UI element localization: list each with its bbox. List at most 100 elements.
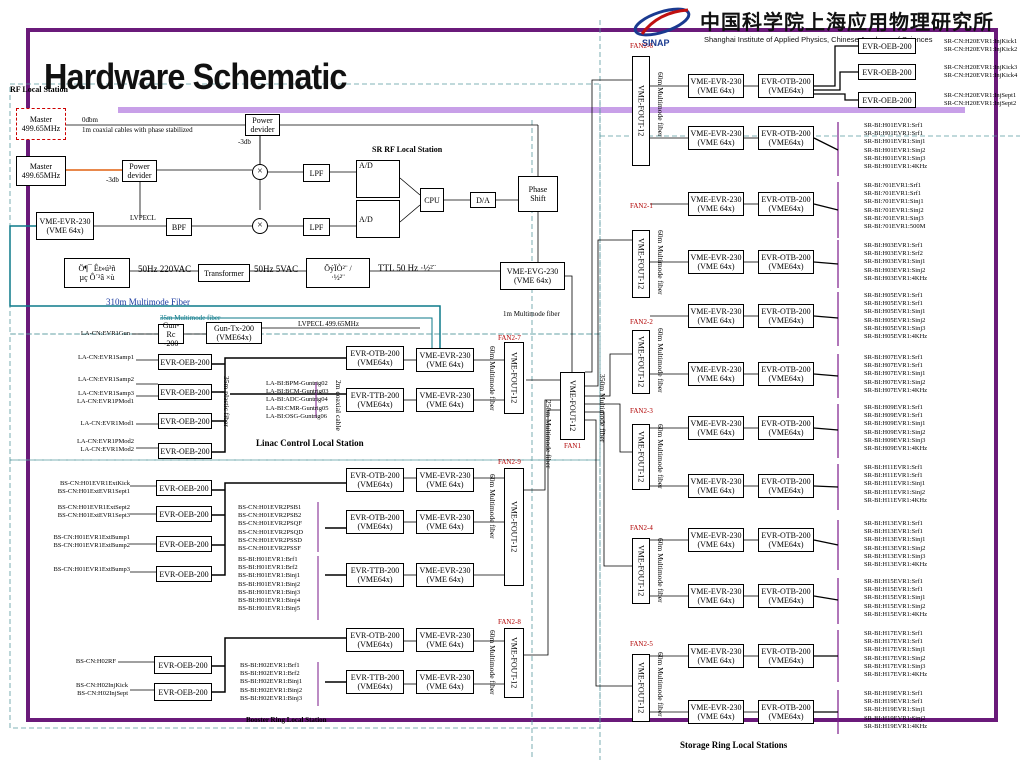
label-310m-fiber: 310m Multimode Fiber bbox=[106, 297, 190, 307]
power-divider-2: Power devider bbox=[122, 160, 157, 182]
la-vme-evr-230-1: VME-EVR-230 (VME 64x) bbox=[416, 348, 474, 372]
power-divider-1: Power devider bbox=[245, 114, 280, 136]
sr-vme-evr-230-8: VME-EVR-230 (VME 64x) bbox=[688, 474, 744, 498]
lpf-2: LPF bbox=[303, 218, 330, 236]
sr-fan-2-1: FAN2-1 bbox=[630, 202, 653, 210]
sr-fiber-label-6: 60m Multimode fiber bbox=[656, 652, 665, 717]
bs-evr-oeb-1: EVR-OEB-200 bbox=[156, 480, 212, 496]
sr-evr-otb-200-8: EVR-OTB-200 (VME64x) bbox=[758, 474, 814, 498]
bs-psb-signals: BS-CN:H01EVR2PSB1 BS-CN:H01EVR2PSB2 BS-C… bbox=[238, 504, 304, 553]
sr-evr-otb-200-5: EVR-OTB-200 (VME64x) bbox=[758, 304, 814, 328]
sr-evr-otb-200-2: EVR-OTB-200 (VME64x) bbox=[758, 126, 814, 150]
sr-top-oeb-2: EVR-OEB-200 bbox=[858, 64, 916, 80]
la-fiber-60m: 60m Multimode fiber bbox=[488, 346, 497, 411]
bs-oeb-label-2: BS-CN:H01EVR1ExtSept2 BS-CN:H01ExtEVR1Se… bbox=[57, 504, 130, 520]
sr-fiber-label-1: 60m Multimode fiber bbox=[656, 72, 665, 137]
ad-converter-2: A/D bbox=[356, 200, 400, 238]
sr-signal-group-6: SR-BI:H09EVR1:Srf1 SR-BI:H09EVR1:Srf1 SR… bbox=[864, 404, 928, 453]
bs-evr-ttb-1: EVR-TTB-200 (VME64x) bbox=[346, 563, 404, 587]
la-fout-label: VME-FOUT-12 bbox=[509, 352, 519, 404]
sr-evr-otb-200-10: EVR-OTB-200 (VME64x) bbox=[758, 584, 814, 608]
fan-2-8: FAN2-8 bbox=[498, 618, 521, 626]
bs-evr-oeb-4: EVR-OEB-200 bbox=[156, 566, 212, 582]
sr-fout-3: VME-FOUT-12 bbox=[632, 330, 650, 394]
sr-fout-2-label: VME-FOUT-12 bbox=[636, 238, 646, 290]
label-2m-coax: 2m coaxial cable bbox=[334, 380, 343, 431]
label-1m-fiber: 1m Multimode fiber bbox=[503, 310, 560, 318]
sr-fout-5: VME-FOUT-12 bbox=[632, 538, 650, 604]
label-minus3db-a: -3db bbox=[238, 138, 251, 146]
cpu: CPU bbox=[420, 188, 444, 212]
sr-signal-group-7: SR-BI:H11EVR1:Srf1 SR-BI:H11EVR1:Srf1 SR… bbox=[864, 464, 927, 504]
bs-oeb-label-3: BS-CN:H01EVR1ExtBump1 BS-CN:H01EVR1ExtBu… bbox=[53, 534, 130, 550]
bs-evr-ttb-2: EVR-TTB-200 (VME64x) bbox=[346, 670, 404, 694]
sr-fout-5-label: VME-FOUT-12 bbox=[636, 545, 646, 597]
mixer-2-icon: × bbox=[252, 218, 268, 234]
sr-fout-3-label: VME-FOUT-12 bbox=[636, 336, 646, 388]
la-vme-fout-12: VME-FOUT-12 bbox=[504, 342, 524, 414]
sr-evr-otb-200-1: EVR-OTB-200 (VME64x) bbox=[758, 74, 814, 98]
sr-evr-otb-200-7: EVR-OTB-200 (VME64x) bbox=[758, 416, 814, 440]
sinap-logo: SINAP bbox=[628, 4, 698, 48]
bs-evr-otb-1: EVR-OTB-200 (VME64x) bbox=[346, 468, 404, 492]
bs-evr-oeb-3: EVR-OEB-200 bbox=[156, 536, 212, 552]
sr-top-signals-1: SR-CN:H20EVR1:InjKick1 SR-CN:H20EVR1:Inj… bbox=[944, 38, 1018, 54]
sr-vme-evr-230-2: VME-EVR-230 (VME 64x) bbox=[688, 126, 744, 150]
bs-bi-h01-signals: BS-BI:H01EVR1:Brf1 BS-BI:H01EVR1:Brf2 BS… bbox=[238, 556, 301, 613]
phase-shift: Phase Shift bbox=[518, 176, 558, 212]
booster-station-title: Booster Ring Local Station bbox=[246, 716, 327, 724]
sr-fout-2: VME-FOUT-12 bbox=[632, 230, 650, 298]
sr-vme-evr-230-9: VME-EVR-230 (VME 64x) bbox=[688, 528, 744, 552]
bs-evr-otb-2: EVR-OTB-200 (VME64x) bbox=[346, 510, 404, 534]
sr-fiber-label-5: 60m Multimode fiber bbox=[656, 538, 665, 603]
sr-vme-evr-230-7: VME-EVR-230 (VME 64x) bbox=[688, 416, 744, 440]
bs-fiber-60m-a: 60m Multimode fiber bbox=[488, 474, 497, 539]
sr-fout-4-label: VME-FOUT-12 bbox=[636, 431, 646, 483]
vme-evg-230: VME-EVG-230 (VME 64x) bbox=[500, 262, 565, 290]
sr-vme-evr-230-1: VME-EVR-230 (VME 64x) bbox=[688, 74, 744, 98]
mixer-1-icon: × bbox=[252, 164, 268, 180]
bs-vme-evr-4: VME-EVR-230 (VME 64x) bbox=[416, 628, 474, 652]
label-50hz-220vac: 50Hz 220VAC bbox=[138, 264, 192, 274]
fan-1: FAN1 bbox=[564, 442, 581, 450]
la-gun-label: LA-CN:EVR1Gun bbox=[80, 330, 130, 337]
la-vme-evr-230-2: VME-EVR-230 (VME 64x) bbox=[416, 388, 474, 412]
la-evr-ttb-200: EVR-TTB-200 (VME64x) bbox=[346, 388, 404, 412]
sr-fout-1-label: VME-FOUT-12 bbox=[636, 85, 646, 137]
bs-fiber-60m-b: 60m Multimode fiber bbox=[488, 630, 497, 695]
sr-fout-4: VME-FOUT-12 bbox=[632, 424, 650, 490]
sr-evr-otb-200-12: EVR-OTB-200 (VME64x) bbox=[758, 700, 814, 724]
sr-top-oeb-3: EVR-OEB-200 bbox=[858, 92, 916, 108]
logo-chinese-name: 中国科学院上海应用物理研究所 bbox=[700, 10, 994, 34]
bs-oeb-label-5: BS-CN:H02RF bbox=[75, 658, 116, 665]
bs-vme-evr-1: VME-EVR-230 (VME 64x) bbox=[416, 468, 474, 492]
bs-evr-otb-3: EVR-OTB-200 (VME64x) bbox=[346, 628, 404, 652]
sr-evr-otb-200-4: EVR-OTB-200 (VME64x) bbox=[758, 250, 814, 274]
la-oeb-label-2: LA-CN:EVR1Samp2 bbox=[78, 376, 134, 383]
sr-station-title: Storage Ring Local Stations bbox=[680, 740, 788, 750]
bs-oeb-label-6: BS-CN:H02InjKick BS-CN:H02InjSept bbox=[76, 682, 128, 698]
bs-vme-fout-12-a: VME-FOUT-12 bbox=[504, 468, 524, 586]
vme-evr-230-rf: VME-EVR-230 (VME 64x) bbox=[36, 212, 94, 240]
master-oscillator-2: Master 499.65MHz bbox=[16, 156, 66, 186]
sr-fan-2-4: FAN2-4 bbox=[630, 524, 653, 532]
sr-vme-evr-230-12: VME-EVR-230 (VME 64x) bbox=[688, 700, 744, 724]
la-evr-oeb-4: EVR-OEB-200 bbox=[158, 443, 212, 459]
label-0dbm: 0dbm bbox=[82, 116, 98, 124]
bs-vme-fout-12-b: VME-FOUT-12 bbox=[504, 628, 524, 698]
master-oscillator-1: Master 499.65MHz bbox=[16, 108, 66, 140]
sr-top-signals-2: SR-CN:H20EVR1:InjKick3 SR-CN:H20EVR1:Inj… bbox=[944, 64, 1018, 80]
lpf-1: LPF bbox=[303, 164, 330, 182]
page-title: Hardware Schematic bbox=[44, 56, 347, 97]
bs-fout-b-label: VME-FOUT-12 bbox=[509, 637, 519, 689]
gun-rc-200: Gun-Rc -200 bbox=[158, 321, 184, 348]
bs-fout-a-label: VME-FOUT-12 bbox=[509, 501, 519, 553]
sr-fan-2-2: FAN2-2 bbox=[630, 318, 653, 326]
sr-evr-otb-200-6: EVR-OTB-200 (VME64x) bbox=[758, 362, 814, 386]
transformer: Transformer bbox=[198, 264, 250, 282]
bpf: BPF bbox=[166, 218, 192, 236]
sr-signal-group-8: SR-BI:H13EVR1:Srf1 SR-BI:H13EVR1:Srf1 SR… bbox=[864, 520, 928, 569]
sr-fan-2-6: FAN2-6 bbox=[630, 42, 653, 50]
bs-evr-oeb-2: EVR-OEB-200 bbox=[156, 506, 212, 522]
